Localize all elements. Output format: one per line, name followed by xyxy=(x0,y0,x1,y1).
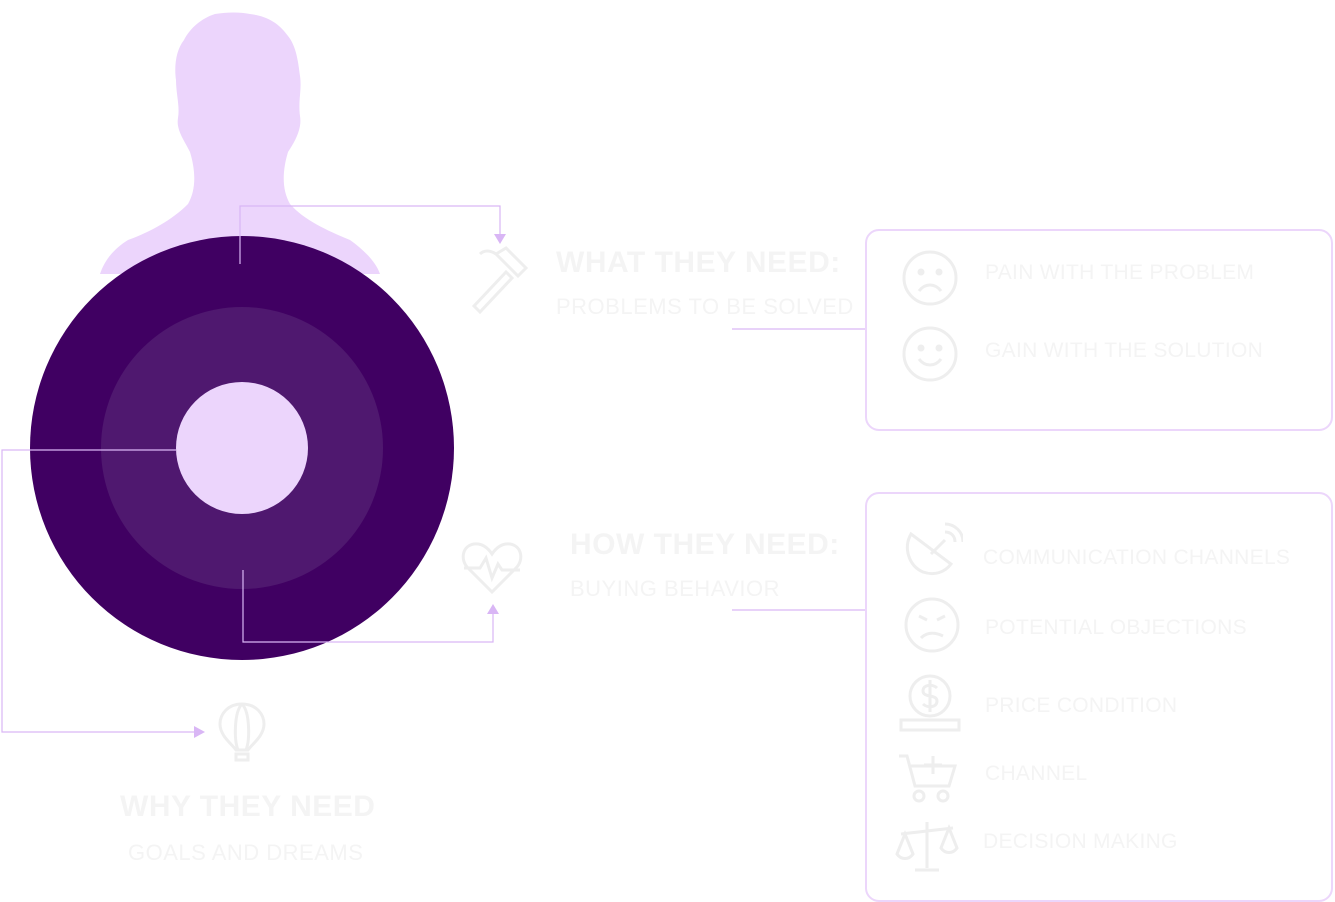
how-item-label: POTENTIAL OBJECTIONS xyxy=(985,616,1247,639)
how-item-label: COMMUNICATION CHANNELS xyxy=(983,546,1291,569)
how-subtitle: BUYING BEHAVIOR xyxy=(570,576,781,601)
hammer-icon xyxy=(471,246,529,314)
what-item-label: PAIN WITH THE PROBLEM xyxy=(985,261,1255,284)
shopping-cart-icon xyxy=(899,754,958,803)
scales-icon xyxy=(895,822,959,872)
why-title: WHY THEY NEED xyxy=(120,790,376,823)
what-item-label: GAIN WITH THE SOLUTION xyxy=(985,339,1264,362)
how-item-label: CHANNEL xyxy=(985,762,1088,785)
hot-air-balloon-icon xyxy=(218,702,266,762)
dollar-coin-icon xyxy=(899,674,961,732)
how-title: HOW THEY NEED: xyxy=(570,528,840,561)
why-subtitle: GOALS AND DREAMS xyxy=(128,840,364,865)
frown-face-icon xyxy=(904,597,960,653)
arrow-head-what xyxy=(494,234,506,244)
satellite-dish-icon xyxy=(906,522,963,576)
connector-how xyxy=(242,570,494,643)
how-item-label: DECISION MAKING xyxy=(983,830,1178,853)
center-circle xyxy=(176,382,308,514)
smile-face-icon xyxy=(902,326,958,382)
connector-why xyxy=(1,449,196,733)
what-title: WHAT THEY NEED: xyxy=(556,246,841,279)
arrow-head-how xyxy=(487,604,499,614)
how-card: COMMUNICATION CHANNELS POTENTIAL OBJECTI… xyxy=(865,492,1333,902)
sad-face-icon xyxy=(902,250,958,306)
how-item-label: PRICE CONDITION xyxy=(985,694,1178,717)
arrow-head-why xyxy=(194,726,205,738)
connector-what xyxy=(239,205,501,264)
person-silhouette xyxy=(100,12,380,274)
what-subtitle: PROBLEMS TO BE SOLVED xyxy=(556,294,854,319)
heartbeat-icon xyxy=(461,542,523,595)
what-card: PAIN WITH THE PROBLEM GAIN WITH THE SOLU… xyxy=(865,229,1333,431)
